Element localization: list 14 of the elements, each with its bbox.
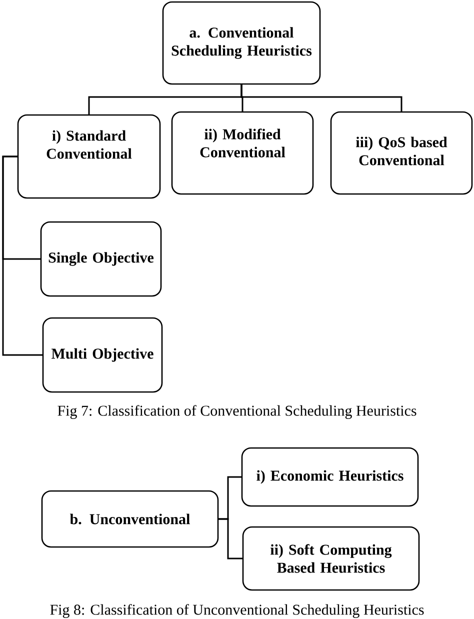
connector-line — [240, 84, 402, 112]
category-box: a. Conventional Scheduling Heuristics — [162, 1, 321, 85]
figure-caption: Fig 8: Classification of Unconventional Scheduling Heuristics — [50, 604, 424, 618]
connector-line — [218, 518, 243, 560]
connector-line — [2, 156, 43, 356]
category-box: b. Unconventional — [41, 490, 219, 548]
category-box: Multi Objective — [42, 317, 163, 393]
category-box: ii) Modified Conventional — [171, 111, 314, 195]
category-box: iii) QoS based Conventional — [330, 111, 473, 195]
figure-caption: Fig 7: Classification of Conventional Scheduling Heuristics — [58, 405, 416, 419]
category-box: i) Economic Heuristics — [241, 447, 419, 507]
category-box: ii) Soft Computing Based Heuristics — [242, 526, 420, 591]
category-box: Single Objective — [40, 221, 162, 297]
category-box: i) Standard Conventional — [17, 114, 161, 199]
